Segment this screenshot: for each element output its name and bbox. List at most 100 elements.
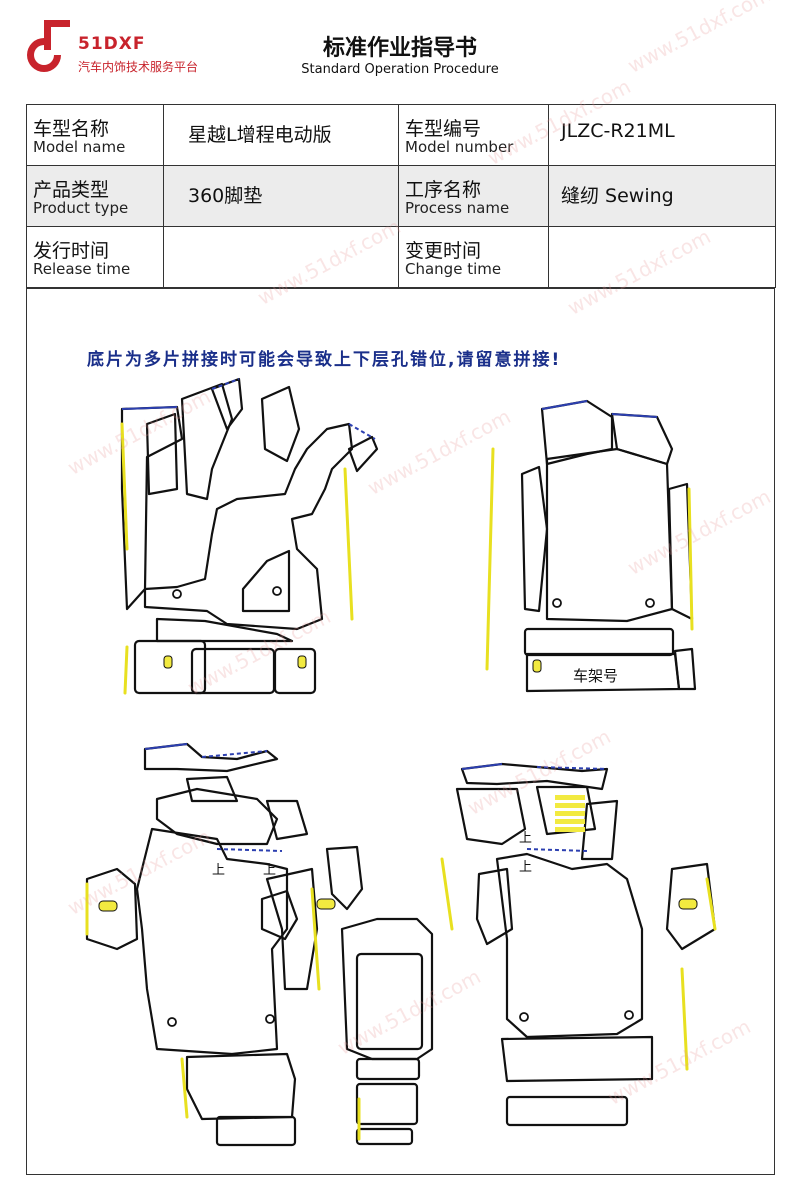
model-name-label: 车型名称 Model name (26, 104, 164, 166)
edge-trim (687, 487, 694, 631)
stitch-mark-1: 上 (212, 863, 225, 878)
hole (645, 598, 655, 608)
mat-piece (520, 465, 549, 613)
edge-trim (680, 967, 689, 1071)
mat-piece (241, 549, 291, 613)
mat-piece (273, 647, 317, 695)
header: 51DXF 汽车内饰技术服务平台 标准作业指导书 Standard Operat… (0, 0, 800, 100)
model-number-label-cn: 车型编号 (405, 118, 482, 140)
mat-piece (340, 917, 434, 1061)
change-time-label-cn: 变更时间 (405, 240, 482, 262)
product-type-value: 360脚垫 (188, 185, 263, 207)
mat-piece (143, 422, 354, 631)
model-number-label: 车型编号 Model number (398, 104, 549, 166)
edge-trim (705, 877, 717, 931)
mat-piece (260, 889, 299, 941)
tag-mark (678, 898, 698, 910)
change-time-label-en: Change time (405, 260, 502, 278)
info-row-time: 发行时间 Release time 变更时间 Change time (26, 226, 776, 288)
mat-piece (120, 405, 184, 611)
stripe-patch (555, 803, 585, 808)
logo-mark-icon (27, 20, 70, 72)
mat-piece (185, 775, 239, 803)
model-name-value-cell: 星越L增程电动版 (163, 104, 399, 166)
model-number-value-cell: JLZC-R21ML (548, 104, 776, 166)
hole (265, 1014, 275, 1024)
edge-trim (485, 447, 495, 671)
mat-piece (665, 862, 717, 951)
seam-mark (121, 406, 178, 410)
logo: 51DXF 汽车内饰技术服务平台 (22, 18, 232, 78)
mat-piece (455, 787, 527, 846)
seam-mark (216, 848, 283, 852)
mat-piece (180, 382, 234, 501)
hole (552, 598, 562, 608)
mat-piece (265, 867, 319, 991)
mat-piece (673, 647, 697, 691)
change-time-value-cell (548, 226, 776, 288)
stripe-patch (555, 795, 585, 800)
seam-mark (526, 848, 588, 852)
info-table: 车型名称 Model name 星越L增程电动版 车型编号 Model numb… (26, 104, 776, 288)
mat-piece (355, 1057, 421, 1081)
edge-trim (180, 1057, 189, 1119)
seam-mark (211, 378, 240, 390)
tag-mark (163, 655, 173, 669)
process-name-value: 缝纫 Sewing (561, 185, 674, 207)
mat-piece (325, 845, 364, 911)
seam-mark (144, 743, 188, 750)
mat-piece (355, 952, 424, 1051)
mat-piece (210, 377, 244, 431)
mat-piece (355, 1082, 419, 1126)
mat-piece (523, 627, 675, 657)
edge-trim (343, 467, 354, 621)
hole (167, 1017, 177, 1027)
product-type-value-cell: 360脚垫 (163, 165, 399, 227)
mat-piece (505, 1095, 629, 1127)
info-row-model: 车型名称 Model name 星越L增程电动版 车型编号 Model numb… (26, 104, 776, 166)
frame-number-label: 车架号 (573, 667, 618, 685)
mat-piece (155, 787, 279, 846)
model-name-value: 星越L增程电动版 (188, 124, 332, 146)
mat-piece (185, 1052, 297, 1121)
release-time-label: 发行时间 Release time (26, 226, 164, 288)
mat-piece (265, 799, 309, 841)
seam-mark (611, 413, 658, 418)
model-number-value: JLZC-R21ML (561, 120, 675, 142)
mat-piece (145, 412, 179, 496)
mat-piece (610, 412, 674, 466)
process-name-label-cn: 工序名称 (405, 179, 482, 201)
edge-trim (310, 887, 321, 991)
mat-piece (260, 385, 301, 463)
process-name-label: 工序名称 Process name (398, 165, 549, 227)
mat-piece (347, 435, 379, 473)
tag-mark (98, 900, 118, 912)
mat-piece (580, 799, 619, 861)
mat-piece (500, 1035, 654, 1083)
stitch-mark-4: 上 (519, 860, 532, 875)
tag-mark (297, 655, 307, 669)
process-name-label-en: Process name (405, 199, 510, 217)
hole (272, 586, 282, 596)
product-type-label: 产品类型 Product type (26, 165, 164, 227)
edge-trim (123, 645, 129, 695)
mat-piece (535, 785, 597, 836)
release-time-label-cn: 发行时间 (33, 240, 110, 262)
seam-mark (536, 766, 608, 770)
seam-mark (541, 400, 588, 410)
page-subtitle: Standard Operation Procedure (301, 62, 499, 77)
tag-mark (316, 898, 336, 910)
stripe-patch (555, 819, 585, 824)
mat-piece (545, 447, 674, 623)
stripe-patch (555, 827, 585, 832)
logo-slogan: 汽车内饰技术服务平台 (78, 60, 199, 74)
release-time-value-cell (163, 226, 399, 288)
edge-trim (440, 857, 454, 931)
mat-piece (85, 867, 139, 951)
pattern-diagram: 车架号 上 上 上 上 底片为多片拼接时可能会导致上下层孔错位,请留意拼接! (26, 288, 775, 1175)
seam-mark (201, 750, 268, 758)
stitch-mark-3: 上 (519, 831, 532, 846)
mat-piece (495, 852, 644, 1039)
mat-piece (215, 1115, 297, 1147)
model-name-label-cn: 车型名称 (33, 118, 110, 140)
